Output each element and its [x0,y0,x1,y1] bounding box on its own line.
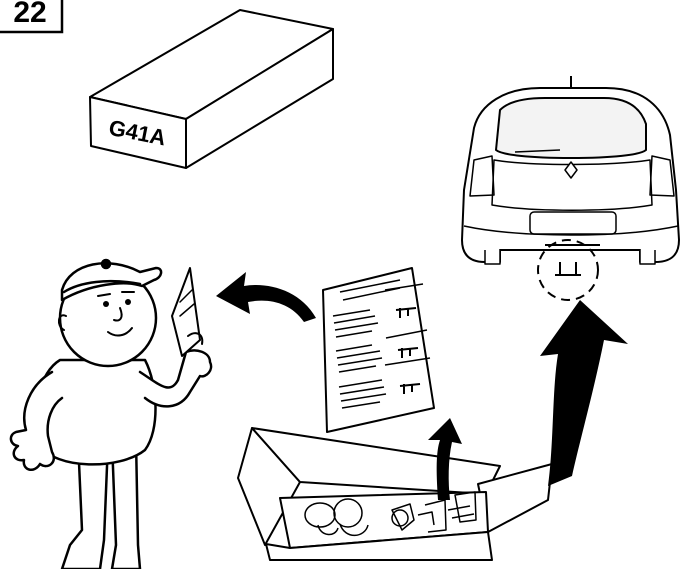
instruction-sheet [323,268,434,432]
car-rear-view [462,76,679,264]
step-number: 22 [13,0,46,29]
hitch-socket [555,262,581,275]
tail-light-left [470,156,494,196]
arrow-to-mechanic [216,272,316,322]
mechanic-eye-right [125,299,131,305]
held-sheet [172,268,200,356]
parts-box [238,428,552,560]
tail-light-right [650,156,674,196]
rear-wheel-left [485,250,500,264]
arrow-box-to-car [540,300,628,486]
mechanic-eye-left [103,301,109,307]
license-plate [530,212,616,234]
mechanic-figure [11,260,211,569]
package-box: G41A [90,10,333,168]
rear-wheel-right [640,250,655,264]
mechanic-arm-right [140,350,211,406]
mechanic-torso [36,360,155,464]
step-badge: 22 [0,0,62,32]
rear-window [496,98,646,158]
